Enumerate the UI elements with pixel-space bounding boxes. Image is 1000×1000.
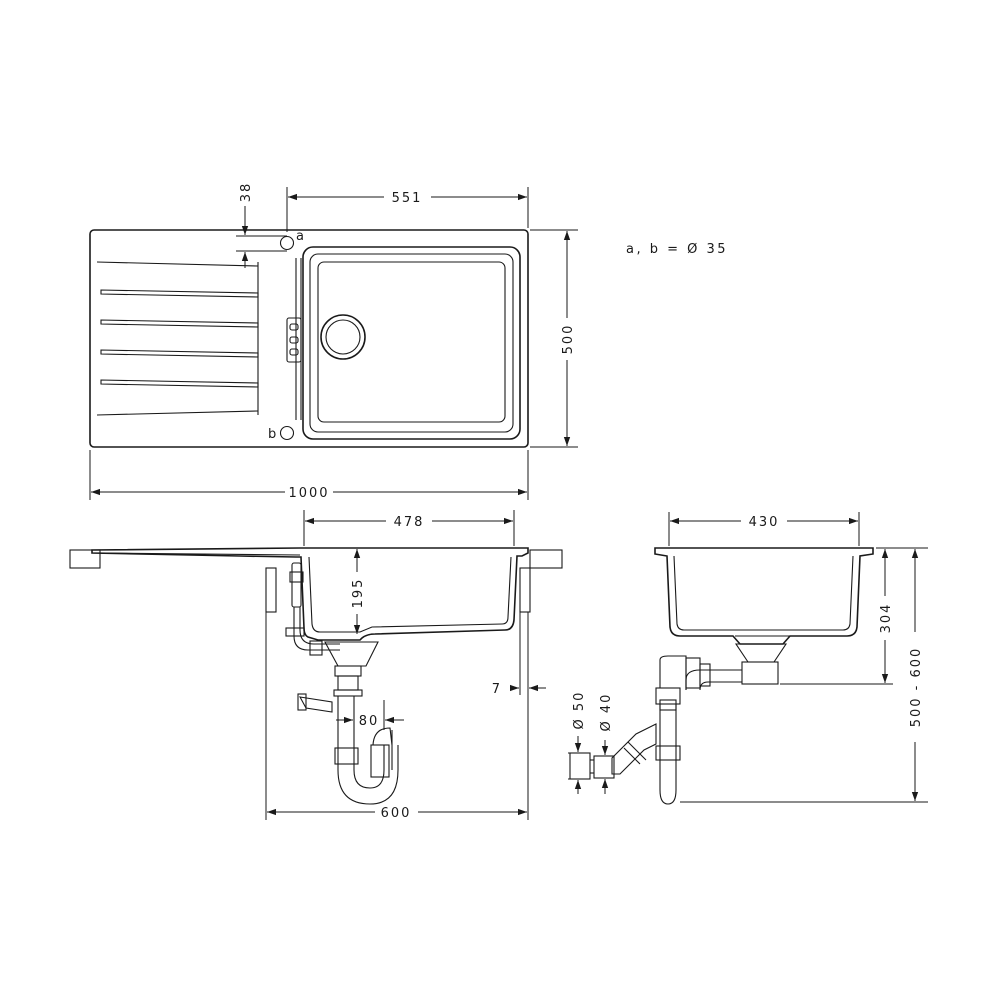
hole-label-b: b — [268, 427, 276, 442]
cabinet-wall-right — [519, 567, 531, 613]
dim-top-width: 551 — [392, 191, 423, 206]
countertop-right — [529, 549, 563, 569]
bowl-rim — [309, 253, 514, 433]
side-section-view: 430 304 500 - 600 Ø 50 Ø 40 — [568, 512, 928, 805]
hole-diameter-note: a, b = Ø 35 — [626, 242, 728, 257]
dim-height-top: 500 — [561, 324, 576, 355]
dim-outlet-height: 304 — [879, 603, 894, 634]
countertop-left — [69, 549, 101, 569]
top-view: a b 551 38 500 1000 a, b = Ø 35 — [89, 182, 728, 501]
dim-bowl-depth: 195 — [351, 578, 366, 609]
dim-pipe-dia-50: Ø 50 — [572, 691, 587, 730]
sink-outline — [89, 229, 529, 448]
dim-overall-width: 1000 — [288, 486, 329, 501]
dim-bowl-width-side: 430 — [749, 515, 780, 530]
tap-hole-b — [279, 425, 295, 441]
dim-tap-offset: 38 — [239, 182, 254, 203]
overflow-cover — [286, 317, 302, 363]
drainboard-ribs — [96, 261, 259, 416]
front-section-view: 478 195 7 80 600 — [69, 510, 563, 821]
dim-cabinet-width: 600 — [381, 806, 412, 821]
cabinet-wall-left — [265, 567, 277, 613]
sink-profile — [91, 547, 529, 641]
dim-pipe-spacing: 80 — [359, 714, 380, 729]
dim-install-height: 500 - 600 — [909, 647, 924, 728]
drain-inner — [325, 319, 361, 355]
tap-hole-a — [279, 235, 295, 251]
hole-label-a: a — [296, 229, 304, 244]
dim-trap-offset: 7 — [492, 682, 502, 697]
dim-pipe-dia-40: Ø 40 — [599, 693, 614, 732]
bowl-inner — [317, 261, 506, 423]
drain-outer — [320, 314, 366, 360]
bowl-outer — [302, 246, 521, 440]
dim-bowl-width-front: 478 — [394, 515, 425, 530]
